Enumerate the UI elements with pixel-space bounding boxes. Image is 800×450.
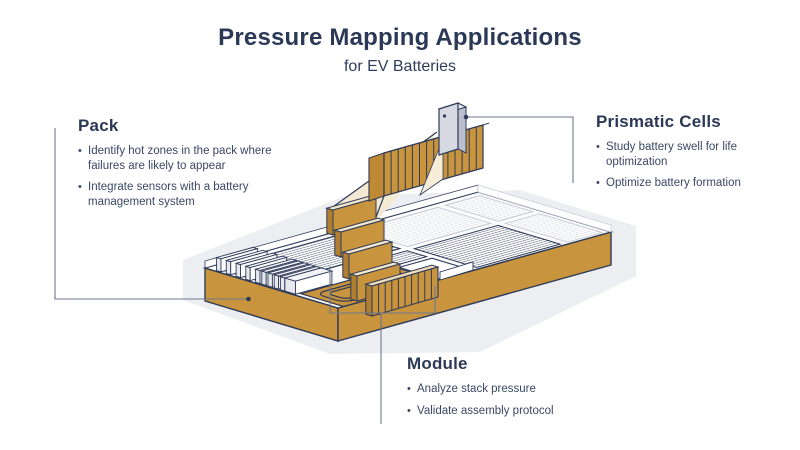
end-plate xyxy=(283,267,334,295)
prismatic-bullet-2: Optimize battery formation xyxy=(596,176,788,191)
cell-terminal-dot xyxy=(442,114,447,118)
pack-bullet-list: Identify hot zones in the pack where fai… xyxy=(78,144,286,210)
title-block: Pressure Mapping Applications for EV Bat… xyxy=(0,24,800,76)
prismatic-anchor-dot xyxy=(463,114,469,120)
pack-label-block: Pack Identify hot zones in the pack wher… xyxy=(78,116,286,217)
prismatic-cells-heading: Prismatic Cells xyxy=(596,112,721,131)
back-right-cell-edge xyxy=(477,184,612,233)
prismatic-leader-line xyxy=(466,116,574,183)
module-bullet-1: Analyze stack pressure xyxy=(407,382,597,397)
page-title: Pressure Mapping Applications xyxy=(218,24,582,51)
prismatic-cells-bullet-list: Study battery swell for life optimizatio… xyxy=(596,140,788,191)
bay-module xyxy=(364,264,440,317)
pack-anchor-dot xyxy=(246,296,251,302)
module-label-block: Module Analyze stack pressure Validate a… xyxy=(407,354,597,425)
module-heading: Module xyxy=(407,354,468,373)
cell-staircase xyxy=(326,195,440,317)
module-bullet-list: Analyze stack pressure Validate assembly… xyxy=(407,382,597,418)
pack-leader-line xyxy=(54,128,248,300)
pack-heading: Pack xyxy=(78,116,119,135)
page-subtitle: for EV Batteries xyxy=(343,58,457,75)
prismatic-bullet-1: Study battery swell for life optimizatio… xyxy=(596,140,788,169)
prismatic-cells-label-block: Prismatic Cells Study battery swell for … xyxy=(596,112,788,198)
pack-bullet-2: Integrate sensors with a battery managem… xyxy=(78,180,286,209)
leader-lines xyxy=(54,116,574,424)
front-cell-row xyxy=(216,246,334,295)
white-module-lip xyxy=(439,261,474,281)
module-bullet-2: Validate assembly protocol xyxy=(407,404,597,419)
pack-bullet-1: Identify hot zones in the pack where fai… xyxy=(78,144,286,173)
prismatic-cell xyxy=(437,102,468,156)
module-bracket xyxy=(329,266,436,314)
